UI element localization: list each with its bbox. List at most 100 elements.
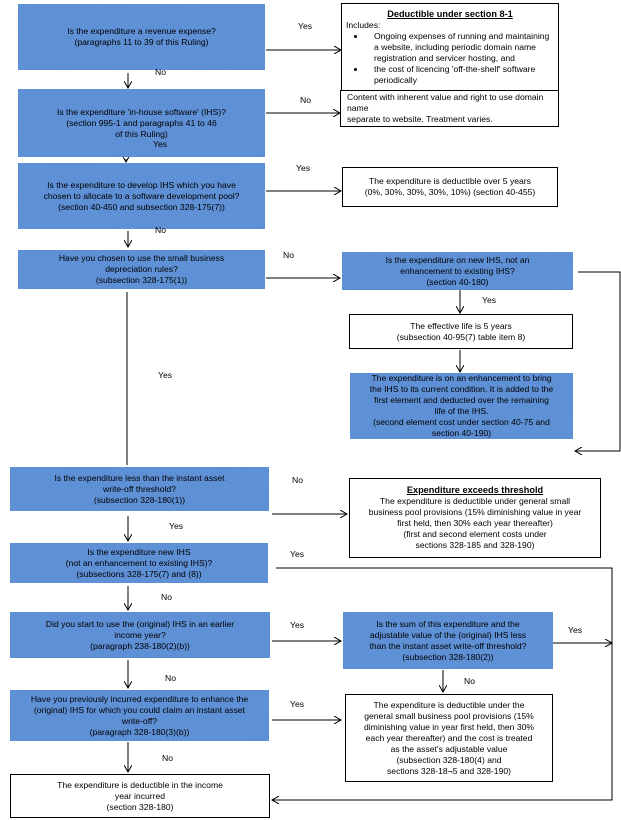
text-line: income year? xyxy=(114,629,166,640)
edge-label-yes: Yes xyxy=(290,699,305,709)
decision-new-ihs-328: Is the expenditure new IHS (not an enhan… xyxy=(10,543,268,583)
outcome-title: Deductible under section 8-1 xyxy=(387,9,513,19)
edge-label-no: No xyxy=(283,250,294,260)
text-line: (first and second element costs under xyxy=(403,529,547,539)
text-line: Is the expenditure on new IHS, not an xyxy=(385,254,530,265)
text-line: Did you start to use the (original) IHS … xyxy=(45,618,235,629)
text-line: write-off? xyxy=(121,715,158,726)
edge-label-yes: Yes xyxy=(296,163,311,173)
text-line: general small business pool provisions (… xyxy=(364,710,534,721)
outcome-content-varies: Content with inherent value and right to… xyxy=(340,90,559,127)
edge-label-yes: Yes xyxy=(158,370,173,380)
bullet-list: Ongoing expenses of running and maintain… xyxy=(346,31,554,86)
text-line: (section 40-180) xyxy=(426,276,489,287)
decision-earlier-income-year: Did you start to use the (original) IHS … xyxy=(10,612,270,658)
text-line: Is the expenditure less than the instant… xyxy=(54,472,225,483)
decision-sum-below-threshold: Is the sum of this expenditure and the a… xyxy=(343,612,553,669)
text-line: (original) IHS for which you could claim… xyxy=(33,704,246,715)
edge-label-no: No xyxy=(165,673,176,683)
edge-label-no: No xyxy=(292,475,303,485)
text-line: Have you chosen to use the small busines… xyxy=(58,253,225,263)
text-line: (subsection 328-175(1)) xyxy=(95,275,188,285)
text-line: as the asset's adjustable value xyxy=(390,743,508,754)
edge-label-yes: Yes xyxy=(298,21,313,31)
outcome-title: Expenditure exceeds threshold xyxy=(406,485,544,495)
text-line: life of the IHS. xyxy=(434,406,489,416)
arrow-new-ihs-40-no xyxy=(575,271,621,451)
text-line: (paragraph 328-180(3)(b)) xyxy=(89,726,190,737)
edge-label-yes: Yes xyxy=(153,139,168,149)
text-line: year incurred xyxy=(114,790,166,801)
text-line: sections 328-18¬5 and 328-190) xyxy=(387,765,511,776)
text-line: chosen to allocate to a software develop… xyxy=(43,190,240,201)
text-line: The effective life is 5 years xyxy=(410,320,512,331)
text-line: (subsection 328-180(4) and xyxy=(396,754,502,765)
text-line: separate to website. Treatment varies. xyxy=(347,114,493,124)
text-line: (subsection 328-180(1)) xyxy=(93,494,186,505)
text-line: (second element cost under section 40-75… xyxy=(373,417,550,427)
decision-new-ihs-40-180: Is the expenditure on new IHS, not an en… xyxy=(342,252,573,290)
decision-instant-asset-threshold: Is the expenditure less than the instant… xyxy=(10,467,269,511)
text-line: (subsection 40-95(7) table item 8) xyxy=(396,331,526,342)
text-line: write-off threshold? xyxy=(103,483,176,494)
edge-label-no: No xyxy=(464,676,475,686)
decision-previously-incurred: Have you previously incurred expenditure… xyxy=(10,690,269,741)
outcome-section-8-1: Deductible under section 8-1 Includes: O… xyxy=(341,3,559,92)
edge-label-no: No xyxy=(155,225,166,235)
text-line: (not an enhancement to existing IHS)? xyxy=(65,557,213,568)
text-line: first element and deducted over the rema… xyxy=(374,395,549,405)
text-line: depreciation rules? xyxy=(105,264,178,274)
text-line: The expenditure is deductible under the xyxy=(373,699,525,710)
outcome-deductible-income-year: The expenditure is deductible in the inc… xyxy=(10,774,270,818)
text-line: business pool provisions (15% diminishin… xyxy=(368,507,582,517)
outcome-enhancement: The expenditure is on an enhancement to … xyxy=(350,373,573,439)
text-line: Is the expenditure a revenue expense? xyxy=(67,26,216,36)
edge-label-yes: Yes xyxy=(482,295,497,305)
edge-label-no: No xyxy=(162,753,173,763)
decision-small-business-rules: Have you chosen to use the small busines… xyxy=(18,250,265,289)
edge-label-yes: Yes xyxy=(290,549,305,559)
bullet-item: the cost of licencing 'off-the-shelf' so… xyxy=(366,64,554,86)
edge-label-yes: Yes xyxy=(169,521,184,531)
text-line: Is the sum of this expenditure and the xyxy=(376,618,520,629)
decision-revenue-expense: Is the expenditure a revenue expense? (p… xyxy=(18,4,265,70)
text-line: Is the expenditure new IHS xyxy=(87,546,191,557)
text-line: The expenditure is deductible under gene… xyxy=(379,496,571,506)
edge-label-no: No xyxy=(300,95,311,105)
outcome-deductible-5-years: The expenditure is deductible over 5 yea… xyxy=(342,167,558,207)
text-line: Is the expenditure to develop IHS which … xyxy=(47,179,236,190)
text-line: The expenditure is deductible over 5 yea… xyxy=(369,176,531,186)
text-line: (section 995-1 and paragraphs 41 to 46 xyxy=(66,117,217,128)
text-line: (section 328-180) xyxy=(106,801,174,812)
text-line: than the instant asset write-off thresho… xyxy=(369,640,527,651)
text-line: the IHS to its current condition. It is … xyxy=(369,384,554,394)
text-line: The expenditure is deductible in the inc… xyxy=(57,779,223,790)
outcome-pool-adjustable-value: The expenditure is deductible under the … xyxy=(345,694,553,782)
text-line: Content with inherent value and right to… xyxy=(347,92,544,113)
text-line: section 40-190) xyxy=(431,428,492,438)
edge-label-yes: Yes xyxy=(568,625,583,635)
outcome-intro: Includes: xyxy=(346,20,381,30)
bullet-item: Ongoing expenses of running and maintain… xyxy=(366,31,554,64)
decision-software-pool: Is the expenditure to develop IHS which … xyxy=(18,163,265,229)
text-line: diminishing value in year first held, th… xyxy=(363,721,535,732)
text-line: (subsection 328-180(2)) xyxy=(402,651,494,662)
text-line: The expenditure is on an enhancement to … xyxy=(371,373,552,383)
text-line: (0%, 30%, 30%, 30%, 10%) (section 40-455… xyxy=(364,187,536,197)
outcome-exceeds-threshold: Expenditure exceeds threshold The expend… xyxy=(349,478,601,558)
text-line: Is the expenditure 'in-house software' (… xyxy=(56,106,227,117)
text-line: enhancement to existing IHS? xyxy=(400,265,515,276)
text-line: adjustable value of the (original) IHS l… xyxy=(369,629,527,640)
text-line: first held, then 30% each year thereafte… xyxy=(397,518,553,528)
arrow-new-ihs-328-yes xyxy=(272,567,613,800)
text-line: (paragraphs 11 to 39 of this Ruling) xyxy=(74,37,209,47)
text-line: of this Ruling) xyxy=(115,128,168,139)
text-line: Have you previously incurred expenditure… xyxy=(30,693,249,704)
text-line: each year thereafter) and the cost is tr… xyxy=(365,732,533,743)
text-line: (paragraph 238-180(2)(b)) xyxy=(90,640,190,651)
text-line: (section 40-450 and subsection 328-175(7… xyxy=(58,201,225,212)
edge-label-no: No xyxy=(155,67,166,77)
outcome-effective-life: The effective life is 5 years (subsectio… xyxy=(349,314,573,349)
